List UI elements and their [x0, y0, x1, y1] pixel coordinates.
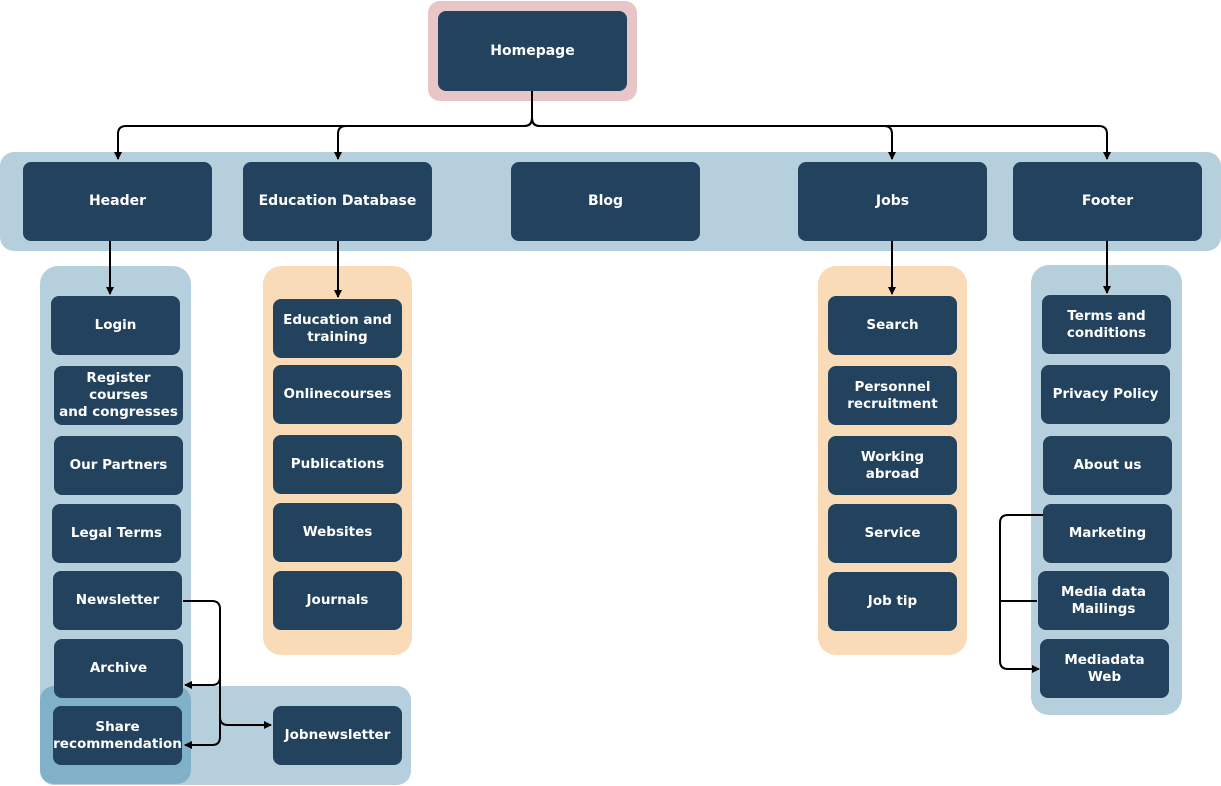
websites-node[interactable]: Websites [273, 503, 402, 562]
jobnewsletter-node[interactable]: Jobnewsletter [273, 706, 402, 765]
education-database-node[interactable]: Education Database [243, 162, 432, 241]
footer-node[interactable]: Footer [1013, 162, 1202, 241]
our-partners-node[interactable]: Our Partners [54, 436, 183, 495]
working-abroad-node[interactable]: Working abroad [828, 436, 957, 495]
edge-root-header [114, 91, 533, 160]
homepage-node[interactable]: Homepage [438, 11, 627, 91]
header-node[interactable]: Header [23, 162, 212, 241]
login-node[interactable]: Login [51, 296, 180, 355]
search-node[interactable]: Search [828, 296, 957, 355]
onlinecourses-node[interactable]: Onlinecourses [273, 365, 402, 424]
service-node[interactable]: Service [828, 504, 957, 563]
blog-node[interactable]: Blog [511, 162, 700, 241]
newsletter-node[interactable]: Newsletter [53, 571, 182, 630]
legal-terms-node[interactable]: Legal Terms [52, 504, 181, 563]
share-recommendation-node[interactable]: Share recommendation [53, 706, 182, 765]
publications-node[interactable]: Publications [273, 435, 402, 494]
privacy-policy-node[interactable]: Privacy Policy [1041, 365, 1170, 424]
media-data-mailings-node[interactable]: Media data Mailings [1038, 571, 1169, 630]
journals-node[interactable]: Journals [273, 571, 402, 630]
mediadata-web-node[interactable]: Mediadata Web [1040, 639, 1169, 698]
personnel-recruitment-node[interactable]: Personnel recruitment [828, 366, 957, 425]
register-courses-node[interactable]: Register courses and congresses [54, 366, 183, 425]
terms-conditions-node[interactable]: Terms and conditions [1042, 295, 1171, 354]
education-training-node[interactable]: Education and training [273, 299, 402, 358]
jobs-node[interactable]: Jobs [798, 162, 987, 241]
about-us-node[interactable]: About us [1043, 436, 1172, 495]
job-tip-node[interactable]: Job tip [828, 572, 957, 631]
marketing-node[interactable]: Marketing [1043, 504, 1172, 563]
archive-node[interactable]: Archive [54, 639, 183, 698]
